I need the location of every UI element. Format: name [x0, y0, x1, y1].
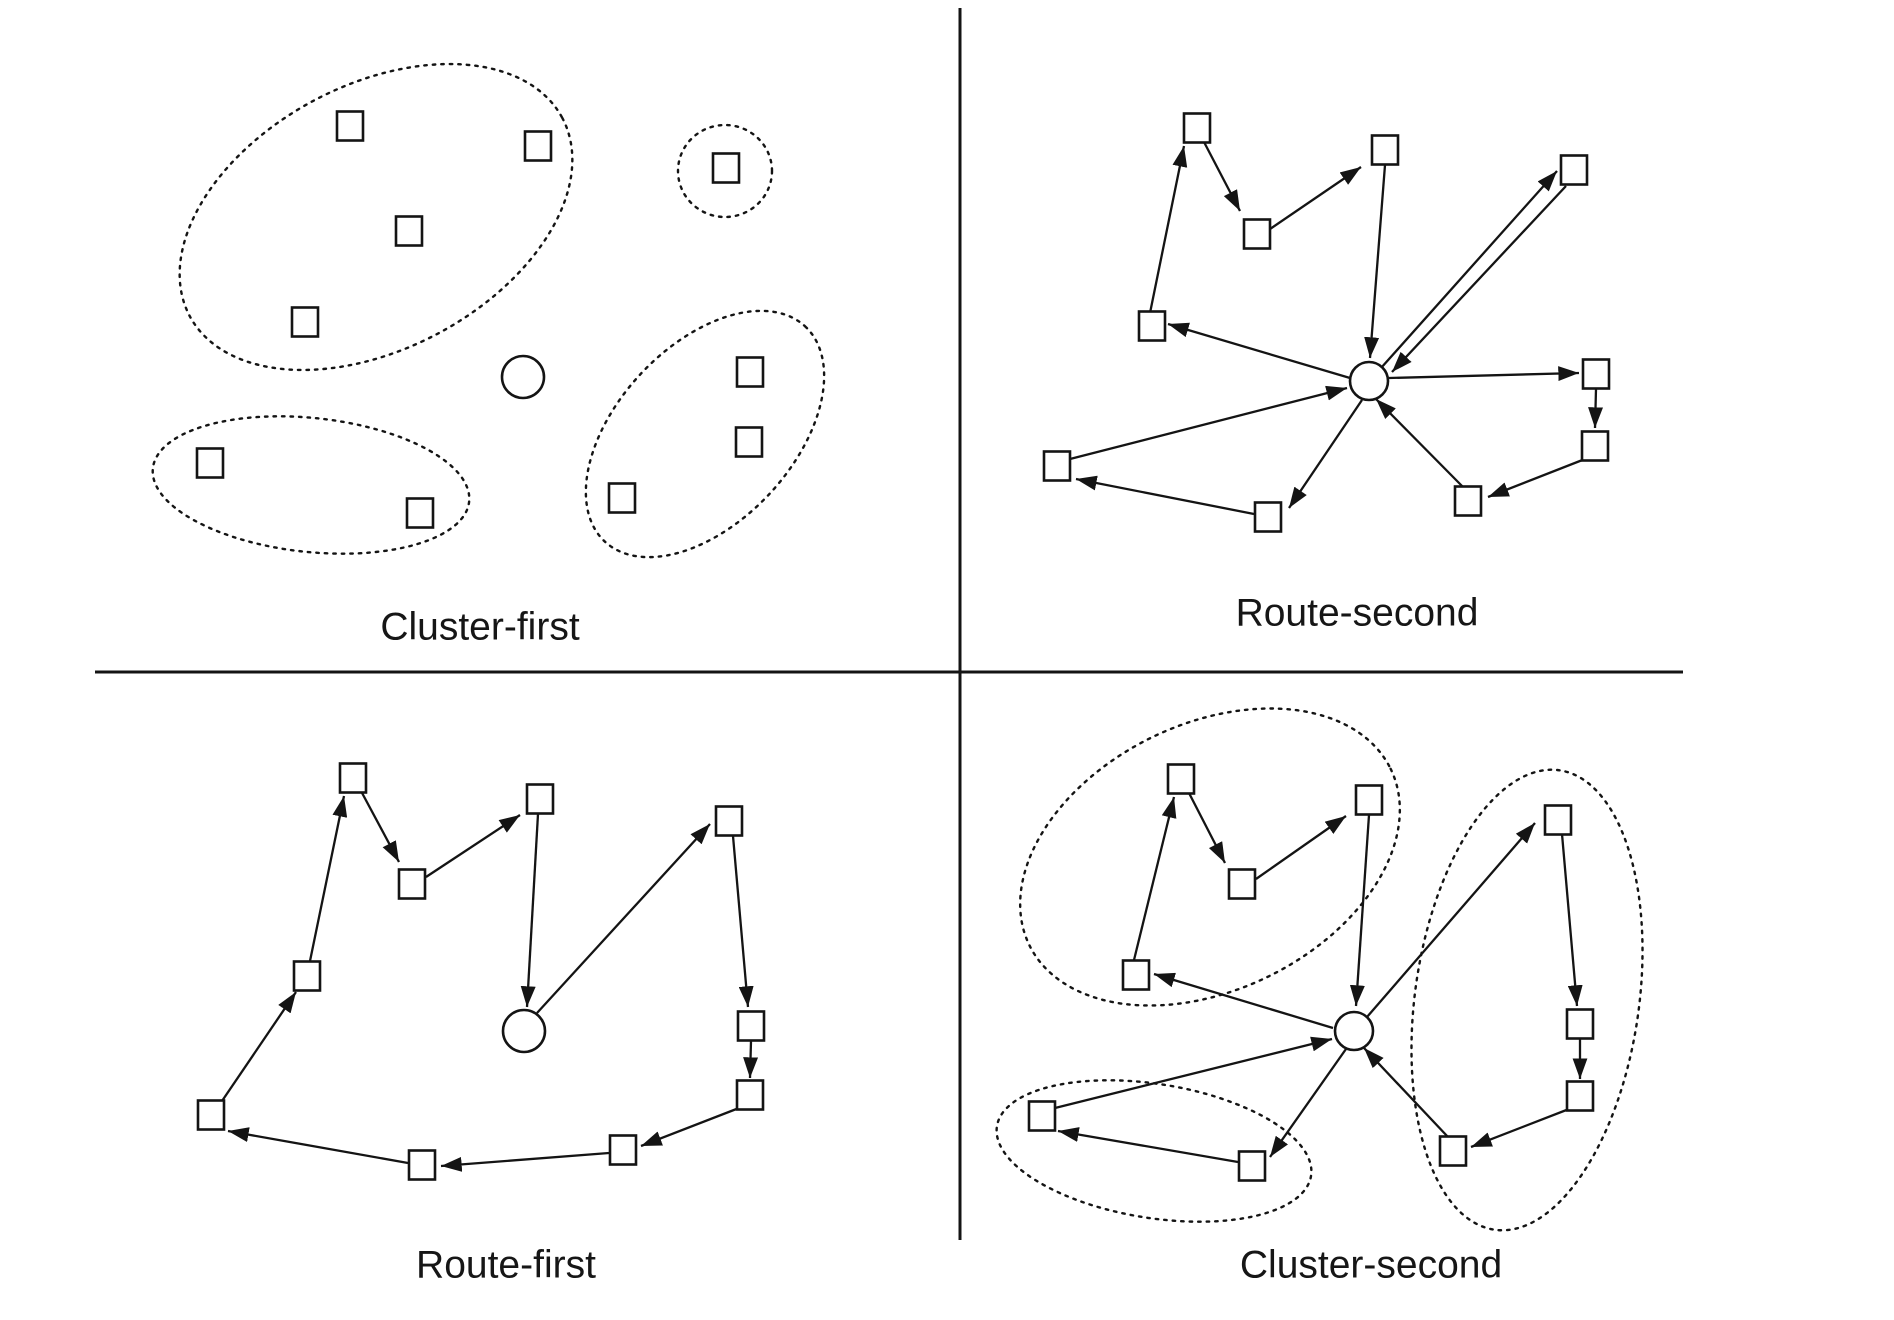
customer-node-cluster-second-2: [1227, 868, 1257, 900]
route-arrow-route-second-6: [1380, 170, 1558, 369]
cluster-ellipse-cluster-second-2: [1410, 768, 1644, 1232]
cluster-ellipse-cluster-first-4: [151, 415, 471, 555]
route-arrow-route-first-4: [425, 814, 521, 878]
quadrant-label-route-first: Route-first: [416, 1244, 596, 1287]
customer-node-cluster-first-4: [290, 306, 320, 338]
customer-node-route-second-3: [1370, 134, 1400, 166]
depot-node-route-second: [1348, 360, 1390, 402]
route-arrow-route-second-12: [1288, 399, 1363, 509]
customer-node-route-second-1: [1182, 112, 1212, 144]
route-arrow-route-second-9: [1588, 388, 1604, 429]
route-arrow-route-first-1: [221, 991, 297, 1102]
route-arrow-route-second-8: [1388, 366, 1580, 382]
route-arrow-route-first-2: [308, 795, 348, 962]
route-arrow-cluster-second-2: [1132, 796, 1177, 961]
customer-node-route-first-7: [608, 1134, 638, 1166]
customer-node-route-second-7: [1580, 430, 1610, 462]
customer-node-cluster-first-2: [523, 130, 553, 162]
customer-node-cluster-first-5: [711, 152, 741, 184]
route-arrow-route-second-5: [1364, 164, 1387, 359]
route-arrow-route-second-10: [1487, 457, 1586, 499]
quadrant-cluster-first: Cluster-first: [151, 62, 826, 649]
quadrant-label-cluster-second: Cluster-second: [1240, 1244, 1502, 1287]
customer-node-cluster-first-3: [394, 215, 424, 247]
cluster-ellipse-cluster-second-3: [995, 1079, 1313, 1223]
route-arrow-cluster-second-1: [1153, 972, 1334, 1030]
route-arrow-cluster-second-6: [1366, 822, 1536, 1018]
cluster-ellipse-cluster-first-2: [676, 123, 774, 219]
cluster-ellipse-cluster-first-3: [584, 309, 826, 559]
route-arrow-route-first-10: [440, 1151, 610, 1172]
route-arrow-route-first-9: [640, 1106, 740, 1148]
route-arrow-route-first-7: [731, 835, 754, 1008]
cluster-ellipse-cluster-first-1: [178, 62, 574, 372]
quadrant-cluster-second: Cluster-second: [995, 707, 1644, 1287]
customer-node-route-first-5: [736, 1010, 766, 1042]
route-arrow-cluster-second-9: [1470, 1107, 1570, 1149]
quadrant-label-route-second: Route-second: [1236, 592, 1479, 635]
customer-node-route-second-5: [1137, 310, 1167, 342]
quadrant-route-second: Route-second: [1042, 112, 1611, 635]
depot-node-route-first: [501, 1008, 547, 1054]
customer-node-route-second-4: [1559, 154, 1589, 186]
route-arrow-cluster-second-13: [1054, 1036, 1333, 1110]
customer-node-cluster-second-1: [1166, 763, 1196, 795]
quadrant-label-cluster-first: Cluster-first: [380, 606, 580, 649]
customer-node-route-first-2: [397, 868, 427, 900]
route-arrow-route-second-4: [1269, 166, 1362, 230]
customer-node-route-second-2: [1242, 218, 1272, 250]
route-arrow-cluster-second-4: [1255, 815, 1347, 880]
customer-node-cluster-first-10: [405, 497, 435, 529]
route-arrow-route-second-7: [1391, 185, 1567, 373]
customer-node-route-first-3: [525, 783, 555, 815]
route-arrow-route-first-8: [743, 1040, 759, 1079]
route-arrow-cluster-second-11: [1269, 1048, 1347, 1158]
route-arrow-route-second-3: [1202, 141, 1242, 212]
depot-node-cluster-second: [1333, 1010, 1375, 1052]
customer-node-cluster-second-5: [1121, 959, 1151, 991]
customer-node-cluster-first-6: [735, 356, 765, 388]
customer-node-route-first-10: [292, 960, 322, 992]
route-arrow-cluster-second-12: [1057, 1127, 1239, 1164]
customer-node-route-first-1: [338, 762, 368, 794]
customer-node-cluster-second-4: [1543, 804, 1573, 836]
customer-node-cluster-first-1: [335, 110, 365, 142]
customer-node-cluster-second-9: [1027, 1100, 1057, 1132]
customer-node-route-first-4: [714, 805, 744, 837]
customer-node-cluster-second-3: [1354, 784, 1384, 816]
customer-node-route-second-10: [1253, 501, 1283, 533]
route-arrow-cluster-second-5: [1349, 814, 1371, 1007]
customer-node-route-first-9: [196, 1099, 226, 1131]
route-arrow-route-first-11: [227, 1127, 409, 1165]
customer-node-route-first-6: [735, 1079, 765, 1111]
customer-node-route-second-8: [1453, 485, 1483, 517]
route-arrow-route-second-14: [1069, 385, 1348, 461]
route-arrow-cluster-second-3: [1187, 792, 1227, 864]
route-arrow-route-second-11: [1375, 398, 1464, 488]
route-arrow-cluster-second-7: [1560, 833, 1583, 1007]
route-arrow-route-first-6: [536, 823, 711, 1014]
customer-node-cluster-first-8: [607, 482, 637, 514]
route-arrow-route-second-1: [1167, 322, 1351, 380]
customer-node-route-first-8: [407, 1149, 437, 1181]
route-arrow-cluster-second-10: [1363, 1047, 1449, 1138]
customer-node-cluster-second-10: [1237, 1150, 1267, 1182]
customer-node-cluster-second-7: [1565, 1080, 1595, 1112]
customer-node-cluster-second-8: [1438, 1135, 1468, 1167]
customer-node-cluster-first-7: [734, 426, 764, 458]
route-arrow-route-second-2: [1148, 145, 1188, 314]
customer-node-route-second-6: [1581, 358, 1611, 390]
customer-node-route-second-9: [1042, 450, 1072, 482]
depot-node-cluster-first: [500, 354, 546, 400]
quadrant-route-first: Route-first: [196, 762, 766, 1287]
customer-node-cluster-first-9: [195, 447, 225, 479]
route-arrow-route-first-3: [359, 790, 401, 863]
cluster-ellipse-cluster-second-1: [1018, 707, 1402, 1007]
route-arrow-route-first-5: [520, 813, 540, 1008]
route-arrow-route-second-13: [1075, 475, 1255, 516]
customer-node-cluster-second-6: [1565, 1008, 1595, 1040]
